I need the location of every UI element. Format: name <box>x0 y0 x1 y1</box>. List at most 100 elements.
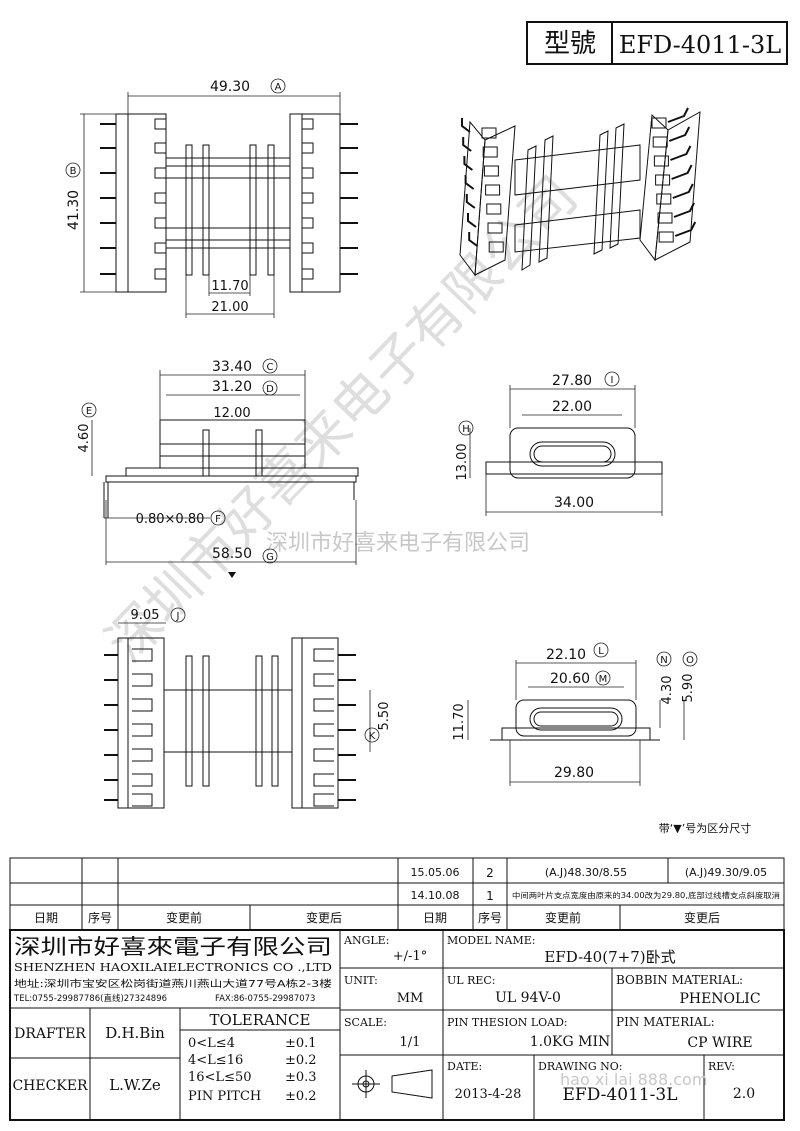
pin-groove <box>132 748 153 762</box>
dim-bottom-j: 9.05 <box>131 608 160 623</box>
rev1-before: 中间两叶片支点宽度由原来的34.00改为29.80,底部过线槽支点斜度取消 <box>512 890 781 900</box>
hdr-after-2: 变更后 <box>684 910 720 925</box>
bobbin-label: BOBBIN MATERIAL: <box>616 973 743 987</box>
checker-label: CHECKER <box>12 1078 88 1094</box>
rev1-no: 1 <box>486 889 494 903</box>
pin-slot <box>154 167 167 179</box>
dim-top-width: 49.30 <box>210 79 250 95</box>
drawing-label: DRAWING NO: <box>538 1060 623 1073</box>
pin-slot <box>301 118 314 130</box>
pinmat-value: CP WIRE <box>687 1035 752 1051</box>
tol-range-3: 16<L≤50 <box>188 1070 252 1085</box>
rev2-before: (A.J)48.30/8.55 <box>545 866 627 879</box>
tol-value-1: ±0.1 <box>285 1036 317 1051</box>
ul-value: UL 94V-0 <box>495 990 561 1006</box>
drawing-value: EFD-4011-3L <box>562 1085 677 1105</box>
hdr-before-1: 变更前 <box>166 910 202 925</box>
rev1-date: 14.10.08 <box>411 889 460 902</box>
tag-m: M <box>599 674 608 685</box>
rev-value: 2.0 <box>733 1086 755 1102</box>
iso-pin-block <box>487 222 503 234</box>
unit-value: MM <box>397 991 424 1006</box>
tag-c: C <box>267 362 274 373</box>
top-view: 49.30 A 41.30 B 11.70 21.00 <box>65 78 358 318</box>
iso-pin-right <box>667 107 689 123</box>
hdr-no-1: 序号 <box>88 910 112 925</box>
dim-front-c: 33.40 <box>212 359 252 375</box>
dim-front-d: 31.20 <box>212 379 252 395</box>
dim-front-e: 4.60 <box>77 424 92 453</box>
iso-pin-right <box>673 202 695 218</box>
company-tel: TEL:0755-29987786(直线)27324896 <box>13 993 167 1004</box>
dim-top-inner2: 21.00 <box>211 300 248 315</box>
hdr-after-1: 变更后 <box>306 910 342 925</box>
tol-value-4: ±0.2 <box>285 1089 317 1104</box>
pin-groove <box>313 698 334 712</box>
hdr-before-2: 变更前 <box>545 910 581 925</box>
ul-label: UL REC: <box>447 974 496 987</box>
iso-pin-block <box>656 193 672 205</box>
bobbin-value: PHENOLIC <box>679 991 760 1007</box>
hdr-no-2: 序号 <box>478 910 502 925</box>
watermark-center: 深圳市好喜来电子有限公司 <box>266 531 530 556</box>
drafter-value: D.H.Bin <box>105 1024 165 1042</box>
bottom-view: 9.05 J 5.50 K <box>104 607 392 809</box>
pin-groove <box>132 698 153 712</box>
iso-pin-block <box>488 241 504 253</box>
pin-slot <box>154 268 167 280</box>
tag-e: E <box>86 406 92 417</box>
dim-end-m: 20.60 <box>550 671 590 687</box>
scale-label: SCALE: <box>344 1016 387 1029</box>
end-view: 22.10 L 20.60 M 4.30 N 5.90 O 11.70 29.8… <box>452 642 698 786</box>
pin-groove <box>313 723 334 737</box>
title-label: 型號 <box>544 29 596 59</box>
model-value: EFD-40(7+7)卧式 <box>544 948 675 966</box>
company-name-cn: 深圳市好喜來電子有限公司 <box>14 935 332 959</box>
tag-j: J <box>176 611 180 622</box>
dim-end-n: 4.30 <box>660 676 675 705</box>
dim-pin: 0.80×0.80 <box>136 512 205 527</box>
iso-pin-left <box>468 232 478 247</box>
iso-pin-left <box>465 194 476 209</box>
pin-groove <box>132 773 153 787</box>
company-name-en: SHENZHEN HAOXILAIELECTRONICS CO .,LTD <box>14 961 332 974</box>
pin-slot <box>301 268 314 280</box>
company-address: 地址:深圳市宝安区松岗街道燕川燕山大道77号A栋2-3楼 <box>14 978 333 990</box>
drafter-label: DRAFTER <box>14 1026 86 1042</box>
tag-a: A <box>275 82 282 93</box>
pin-slot <box>154 217 167 229</box>
tag-g: G <box>266 552 274 563</box>
watermark-url: hao xi lai 888.com <box>560 1070 707 1089</box>
iso-pin-left <box>462 137 472 152</box>
iso-pin-block <box>482 146 498 158</box>
date-value: 2013-4-28 <box>455 1087 522 1102</box>
dim-side-h: 13.00 <box>455 443 470 480</box>
tag-i: I <box>611 375 614 386</box>
rev2-after: (A.J)49.30/9.05 <box>685 866 767 879</box>
dim-side-inner: 22.00 <box>552 399 592 415</box>
load-value: 1.0KG MIN <box>530 1034 610 1050</box>
tol-value-2: ±0.2 <box>285 1053 317 1068</box>
company-fax: FAX:86-0755-29987073 <box>215 994 315 1004</box>
side-view: 27.80 I 22.00 13.00 H 34.00 <box>455 371 663 516</box>
dim-side-i: 27.80 <box>552 373 592 389</box>
iso-pin-block <box>486 203 502 215</box>
iso-pin-block <box>481 127 497 139</box>
iso-pin-left <box>461 118 471 133</box>
iso-pin-left <box>463 156 473 171</box>
tolerance-label: TOLERANCE <box>210 1011 311 1029</box>
dim-end-bottom: 29.80 <box>554 765 594 781</box>
tag-f: F <box>215 514 221 525</box>
model-label: MODEL NAME: <box>447 934 536 947</box>
tag-k: K <box>369 731 376 742</box>
pin-slot <box>301 142 314 154</box>
iso-pin-right <box>668 126 691 142</box>
iso-pin-right <box>672 183 694 199</box>
title-block: 深圳市好喜來電子有限公司 SHENZHEN HAOXILAIELECTRONIC… <box>9 929 785 1121</box>
pin-groove <box>313 748 334 762</box>
load-label: PIN THESION LOAD: <box>447 1016 568 1029</box>
rev2-no: 2 <box>486 866 494 880</box>
dim-front-g: 58.50 <box>212 546 252 562</box>
tag-d: D <box>266 384 274 395</box>
